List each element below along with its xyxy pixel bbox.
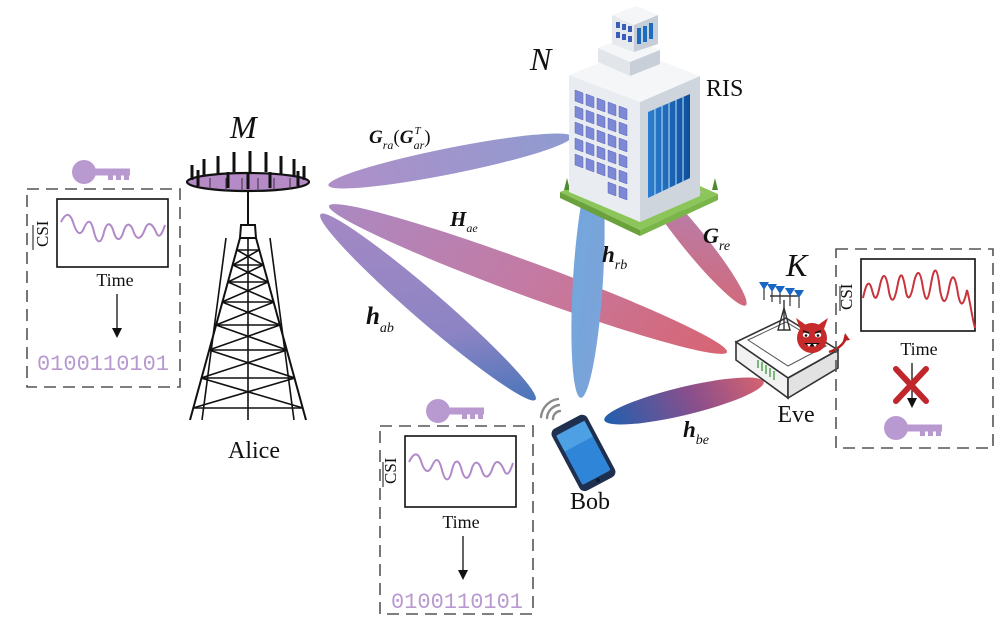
- cross-icon: [893, 366, 929, 404]
- channel-label-h-ab: hab: [366, 303, 394, 336]
- csi-curve: [60, 213, 166, 243]
- wifi-signal-icon: [539, 397, 562, 421]
- csi-curve: [862, 269, 976, 329]
- csi-y-label: CSI: [381, 457, 400, 484]
- ris-element-count: N: [529, 41, 553, 77]
- smartphone-icon: [539, 397, 616, 492]
- building-icon: [560, 6, 718, 236]
- channel-label-h-be: hbe: [683, 417, 709, 448]
- csi-plot-frame: [860, 258, 976, 332]
- beam-h-ae: [328, 204, 728, 354]
- alice-antenna-count: M: [229, 109, 259, 145]
- bob-csi-panel: CSI Time 0100110101: [379, 399, 534, 615]
- csi-x-label: Time: [442, 512, 479, 532]
- csi-y-label: CSI: [33, 220, 52, 247]
- eve-antenna-count: K: [785, 247, 809, 283]
- devil-icon: [796, 318, 850, 354]
- key-bits: 0100110101: [391, 590, 523, 615]
- eve-csi-panel: CSI Time: [835, 248, 994, 449]
- key-icon: [884, 416, 942, 440]
- csi-y-label: CSI: [837, 283, 856, 310]
- csi-plot-frame: [404, 435, 517, 508]
- channel-label-h-rb: hrb: [602, 242, 627, 273]
- channel-label-g-re: Gre: [703, 223, 730, 254]
- beam-g-ra: [328, 133, 572, 189]
- alice-csi-panel: CSI Time 0100110101: [26, 160, 181, 388]
- csi-x-label: Time: [96, 270, 133, 290]
- alice-label: Alice: [228, 438, 280, 464]
- csi-curve: [408, 453, 514, 481]
- key-icon: [426, 399, 484, 423]
- eve-label: Eve: [777, 402, 814, 428]
- channel-label-h-ae: Hae: [449, 207, 478, 235]
- csi-plot-frame: [56, 198, 169, 268]
- eve-antenna-array: [759, 282, 804, 331]
- bob-label: Bob: [570, 489, 610, 515]
- key-bits: 0100110101: [37, 352, 169, 377]
- beam-h-rb: [571, 162, 605, 398]
- router-icon: [734, 282, 840, 400]
- key-icon: [72, 160, 130, 184]
- antenna-tower-icon: [185, 151, 311, 421]
- ris-label: RIS: [706, 76, 743, 102]
- beam-h-be: [604, 377, 764, 425]
- beam-h-ab: [320, 213, 536, 401]
- csi-x-label: Time: [900, 339, 937, 359]
- antenna-array: [185, 151, 311, 193]
